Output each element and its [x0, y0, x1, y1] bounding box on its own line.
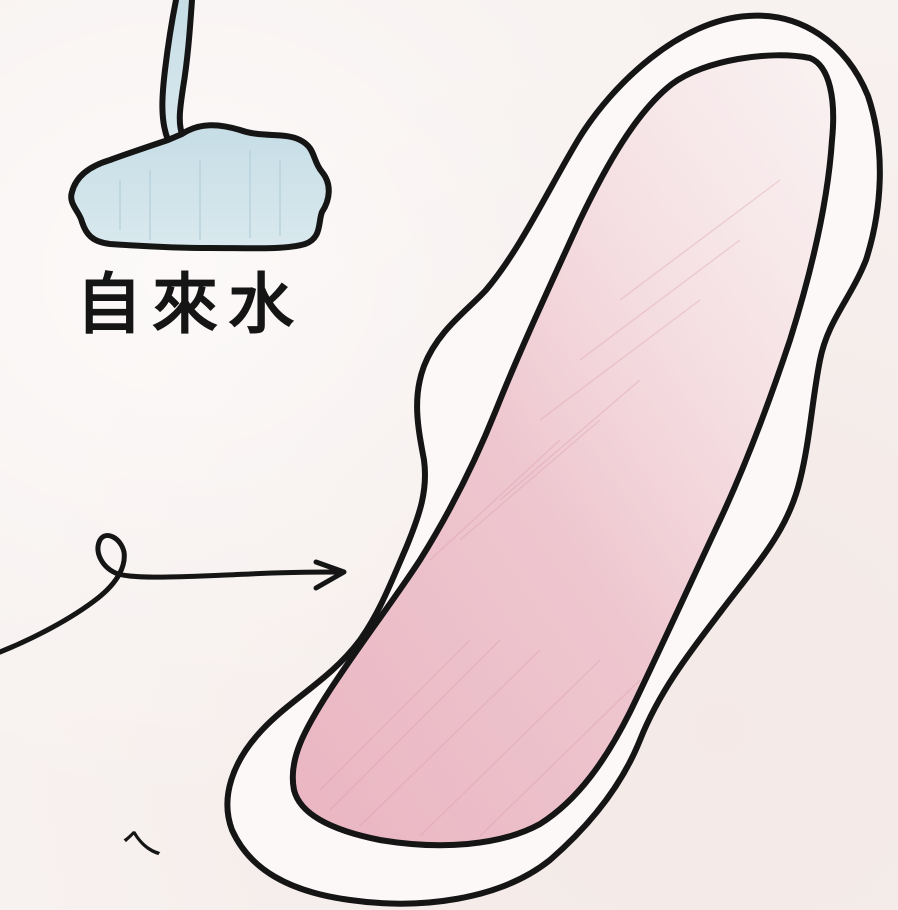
arrow-right-icon	[0, 536, 344, 652]
water-stream-icon	[162, 0, 192, 140]
water-puddle-icon	[71, 125, 329, 248]
sanitary-pad-icon	[227, 16, 879, 904]
tap-water-label: 自來水	[76, 272, 304, 338]
